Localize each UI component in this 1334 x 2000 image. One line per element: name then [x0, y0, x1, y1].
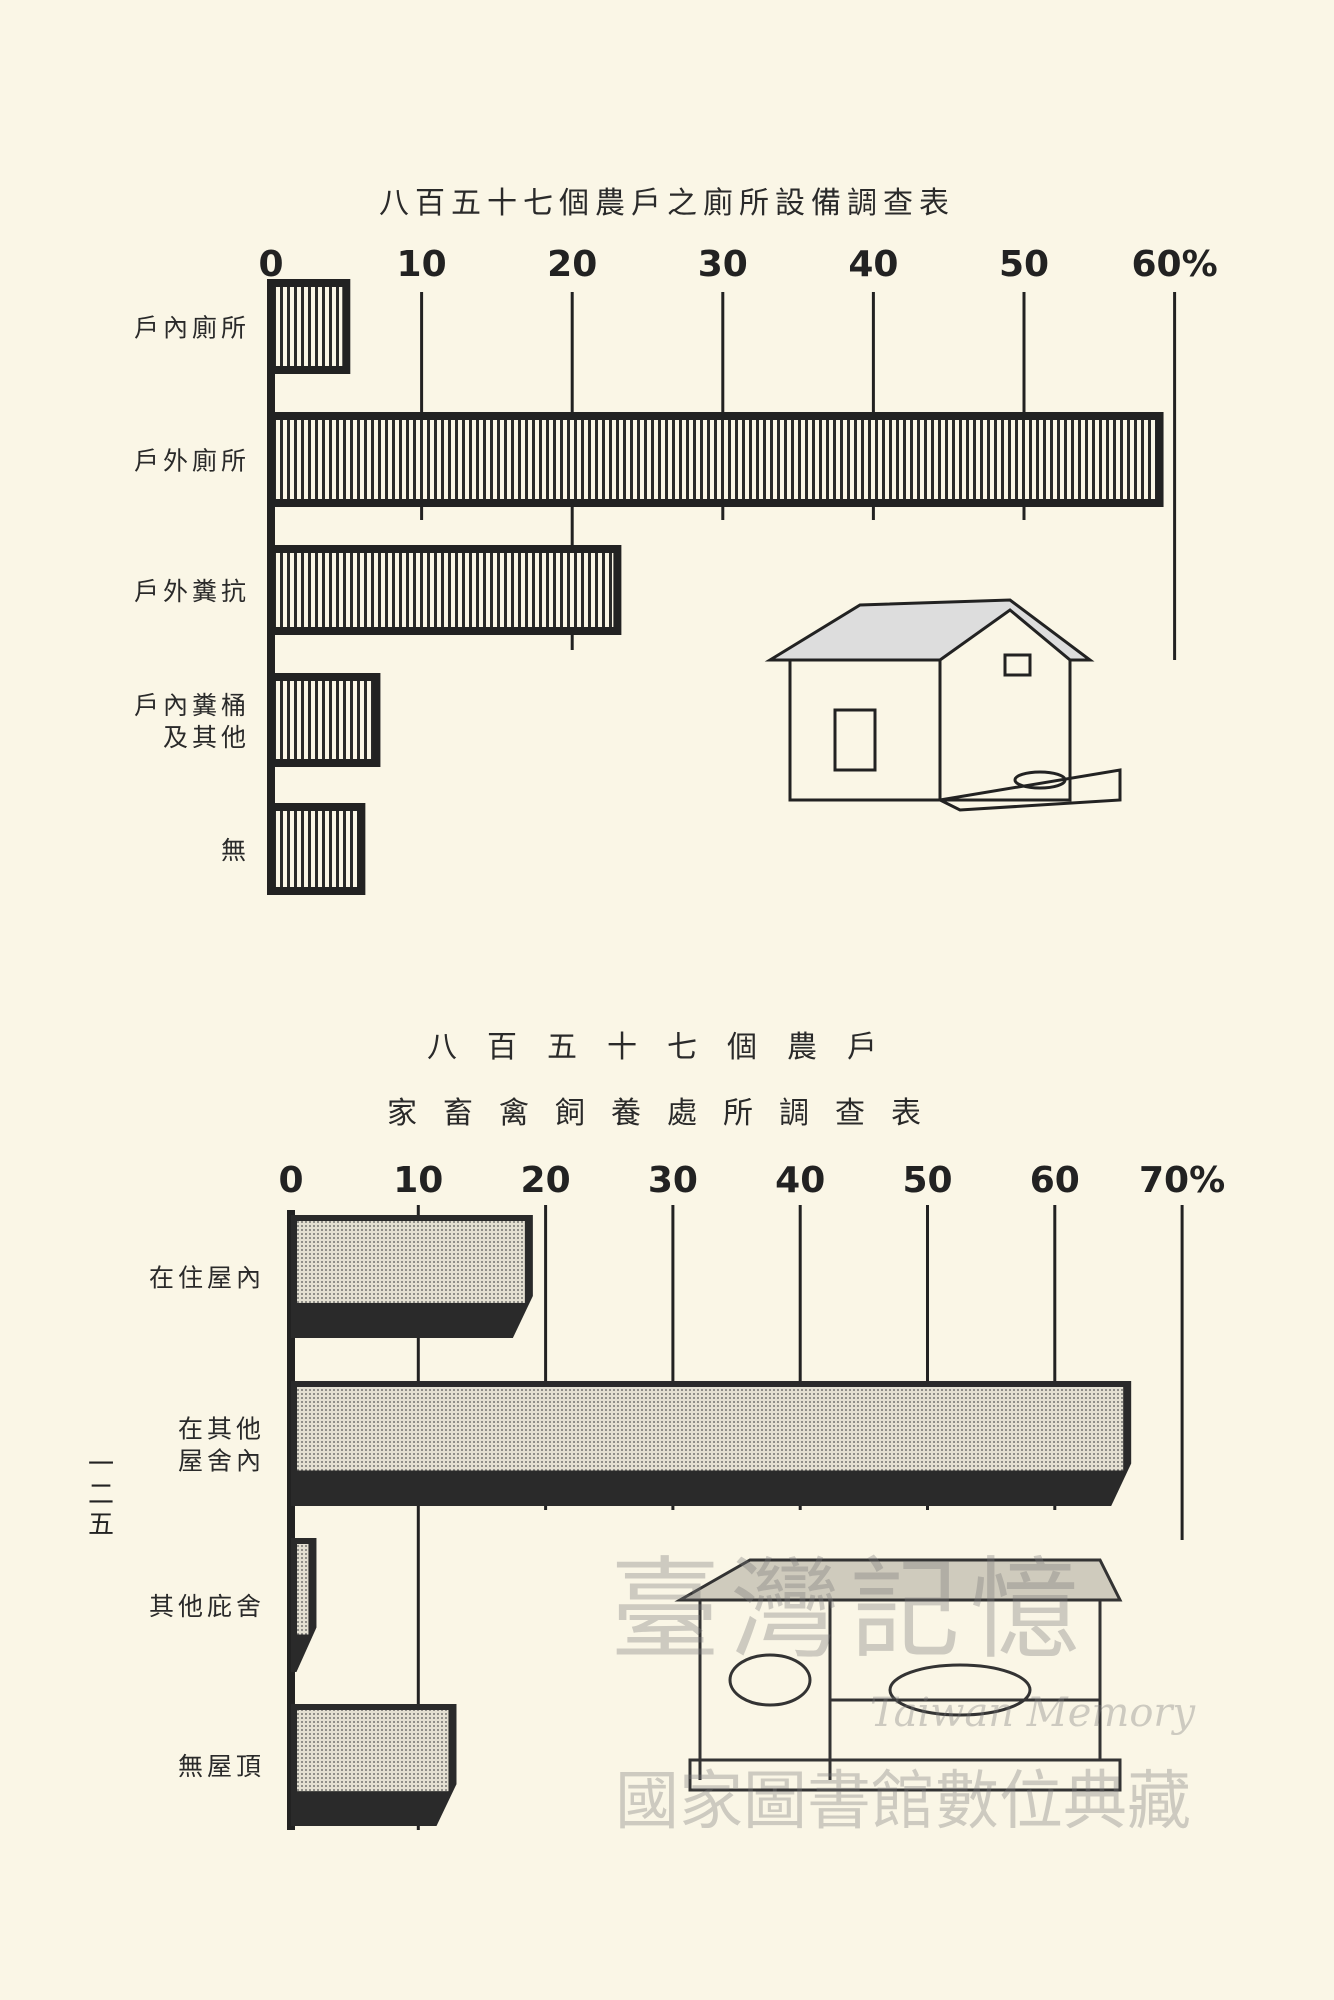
category-label: 戶內廁所 [134, 314, 250, 343]
watermark-logo: 臺灣記憶 [610, 1546, 1090, 1674]
tick-label: 70% [1139, 1160, 1225, 1201]
bar [297, 1221, 525, 1303]
watermark-org: 國家圖書館數位典藏 [615, 1765, 1191, 1839]
tick-label: 0 [258, 244, 283, 285]
tick-label: 0 [278, 1160, 303, 1201]
chart2-title: 八百五十七個農戶 [427, 1030, 907, 1065]
house-illustration [764, 598, 1122, 812]
tick-label: 20 [521, 1160, 571, 1201]
bar [267, 803, 366, 895]
tick-label: 50 [902, 1160, 952, 1201]
category-label: 無 [221, 836, 250, 865]
category-label: 無屋頂 [178, 1752, 265, 1781]
category-label: 戶外糞抗 [134, 577, 250, 606]
bar [267, 545, 622, 635]
tick-label: 20 [547, 244, 597, 285]
bar [297, 1387, 1124, 1471]
category-label: 在其他 [178, 1415, 265, 1444]
category-label: 戶外廁所 [134, 447, 250, 476]
page-number: 一二五 [87, 1450, 114, 1540]
chart2-subtitle: 家畜禽飼養處所調查表 [387, 1096, 947, 1131]
tick-label: 10 [393, 1160, 443, 1201]
tick-label: 10 [397, 244, 447, 285]
category-label: 及其他 [163, 723, 250, 752]
tick-label: 60 [1030, 1160, 1080, 1201]
category-label: 屋舍內 [178, 1447, 265, 1476]
tick-label: 40 [848, 244, 898, 285]
category-label: 在住屋內 [149, 1264, 265, 1293]
watermark-sub: Taiwan Memory [870, 1690, 1196, 1736]
bar [267, 673, 381, 767]
livestock-shed-illustration [674, 1558, 1123, 1792]
chart1-title: 八百五十七個農戶之廁所設備調查表 [379, 186, 955, 221]
bar [297, 1710, 449, 1792]
bar [267, 412, 1164, 507]
tick-label: 60% [1132, 244, 1218, 285]
tick-label: 30 [698, 244, 748, 285]
category-label: 其他庇舍 [149, 1592, 265, 1621]
tick-label: 50 [999, 244, 1049, 285]
bar [297, 1544, 309, 1635]
tick-label: 30 [648, 1160, 698, 1201]
tick-label: 40 [775, 1160, 825, 1201]
category-label: 戶內糞桶 [134, 691, 250, 720]
bar [267, 279, 351, 374]
